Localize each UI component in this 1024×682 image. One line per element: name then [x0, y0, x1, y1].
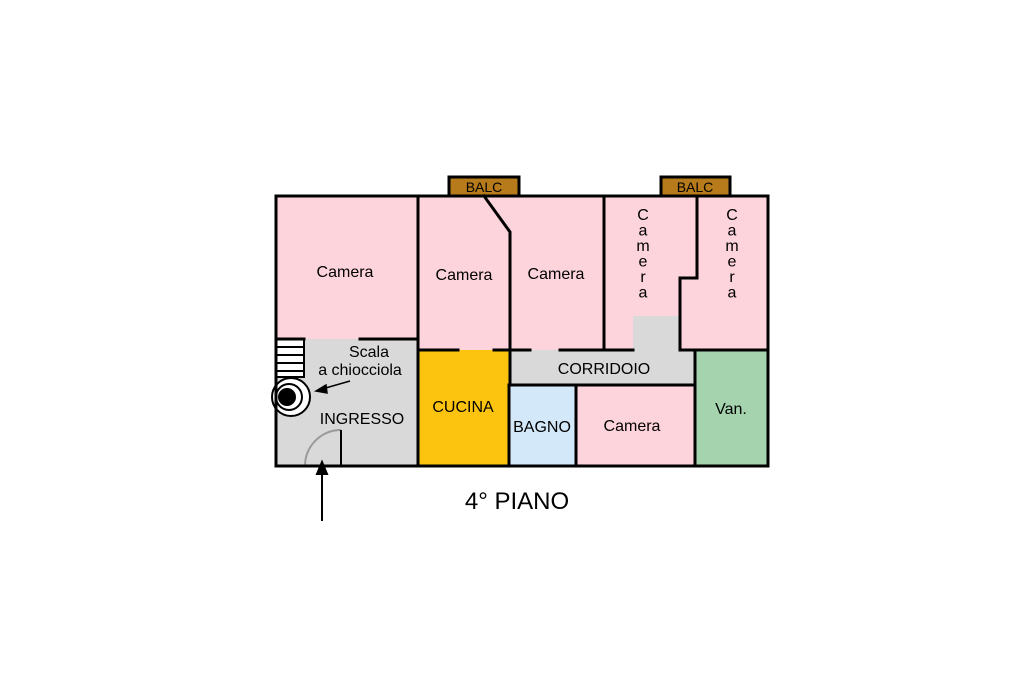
camera-top-mid-left-fill	[418, 196, 510, 350]
label-balcony-left: BALC	[466, 179, 503, 195]
label-camera-top-mid-left: Camera	[436, 267, 493, 284]
label-ingresso: INGRESSO	[320, 411, 404, 428]
bagno-fill	[509, 385, 576, 466]
vertical-letter: a	[728, 285, 737, 302]
vertical-letter: r	[729, 269, 735, 286]
label-balcony-right: BALC	[677, 179, 714, 195]
spiral-stair	[271, 338, 311, 417]
vano-fill	[695, 350, 768, 466]
vertical-letter: C	[726, 207, 738, 224]
corridoio-fill	[509, 350, 695, 385]
vertical-letter: m	[636, 238, 649, 255]
entry-door-arc	[304, 429, 342, 467]
label-scala-line1: Scala	[349, 344, 389, 361]
camera-bottom-fill	[576, 385, 695, 466]
camera-vertical-2-fill	[697, 196, 768, 350]
vertical-letter: m	[725, 238, 738, 255]
vertical-letter: a	[639, 285, 648, 302]
label-camera-bottom: Camera	[604, 418, 661, 435]
label-corridoio: CORRIDOIO	[558, 361, 650, 378]
cucina-fill	[418, 350, 509, 466]
vertical-letter: e	[728, 254, 737, 271]
corridoio-nook-fill	[633, 316, 680, 350]
vertical-letter: r	[640, 269, 646, 286]
camera-top-left-fill	[276, 196, 418, 339]
label-camera-top-mid-right: Camera	[528, 266, 585, 283]
stair-arrow	[313, 380, 351, 394]
label-vano: Van.	[715, 401, 747, 418]
floor-label: 4° PIANO	[465, 488, 569, 515]
walls	[274, 193, 770, 468]
label-bagno: BAGNO	[513, 419, 571, 436]
camera-top-mid-right-fill	[510, 196, 604, 350]
vertical-letter: a	[639, 223, 648, 240]
label-cucina: CUCINA	[432, 399, 494, 416]
vertical-letter: a	[728, 223, 737, 240]
vertical-letter: C	[637, 207, 649, 224]
vertical-letter: e	[639, 254, 648, 271]
label-scala-line2: a chiocciola	[318, 362, 402, 379]
entrance-arrow	[315, 459, 329, 521]
label-camera-top-left: Camera	[317, 264, 374, 281]
